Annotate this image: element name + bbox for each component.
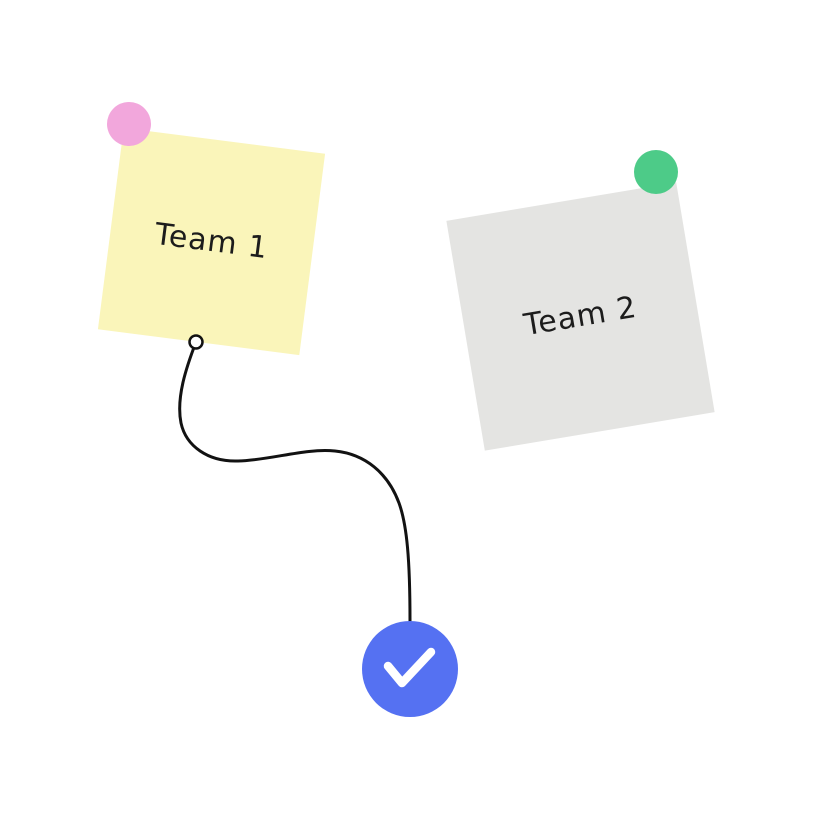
connector-endpoint-dot[interactable] [188,334,204,350]
sticky-note-team1[interactable]: Team 1 [97,127,326,356]
check-icon [383,647,436,688]
sticky-note-team1-label: Team 1 [152,216,271,267]
pin-dot-team2[interactable] [634,150,678,194]
check-node[interactable] [362,621,458,717]
sticky-note-team2-label: Team 2 [521,289,640,344]
pin-dot-team1[interactable] [107,102,151,146]
connector-curve[interactable] [178,340,412,623]
sticky-note-team2[interactable]: Team 2 [446,182,715,451]
